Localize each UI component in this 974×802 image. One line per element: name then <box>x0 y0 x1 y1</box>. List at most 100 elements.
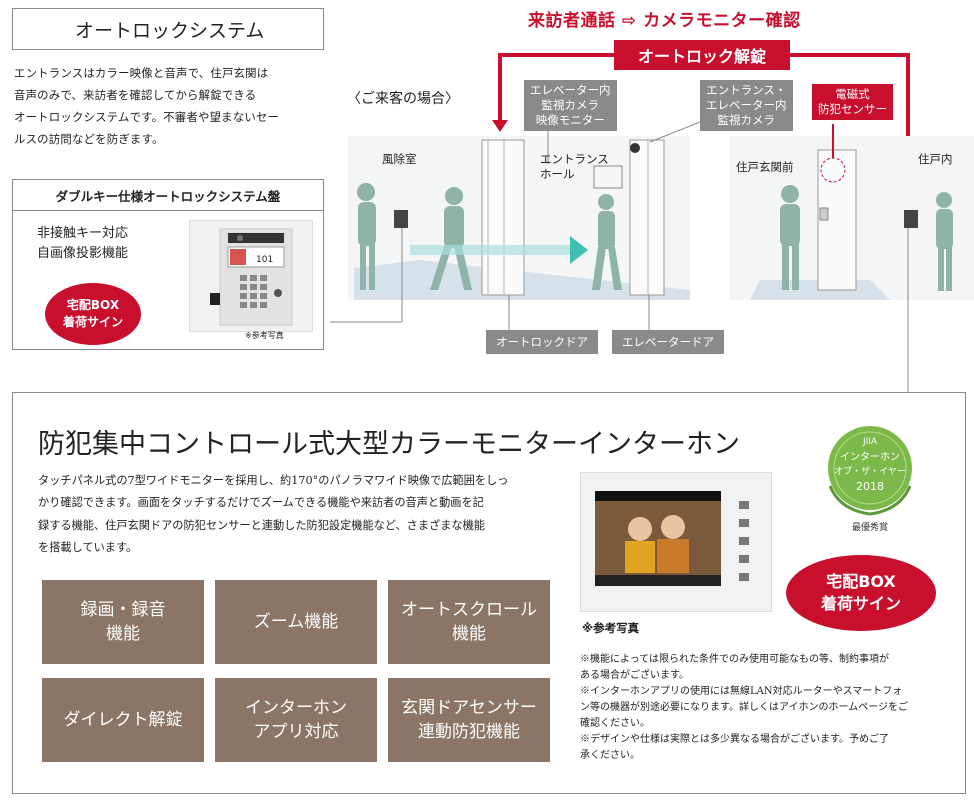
badge-line: 宅配BOX <box>826 572 896 591</box>
award-emblem: JIIA インターホン オブ・ザ・イヤー 2018 最優秀賞 <box>800 418 940 538</box>
feature-recording: 録画・録音機能 <box>42 580 204 664</box>
flow-arrow-head <box>492 120 508 132</box>
feature-zoom: ズーム機能 <box>215 580 377 664</box>
award-org: JIIA <box>862 437 878 447</box>
control-panel-illustration: 101 <box>210 228 293 326</box>
visitor-figure-3 <box>592 194 622 290</box>
note-line: 承ください。 <box>580 750 640 761</box>
resident-figure <box>936 192 953 291</box>
feature-app: インターホンアプリ対応 <box>215 678 377 762</box>
autolock-intro: エントランスはカラー映像と音声で、住戸玄関は 音声のみで、来訪者を確認してから解… <box>14 62 332 150</box>
place-entry-front: 住戸玄関前 <box>736 160 794 174</box>
delivery-badge-large: 宅配BOX 着荷サイン <box>786 555 936 631</box>
feature-line: インターホン <box>245 698 347 718</box>
home-intercom-unit <box>904 210 918 228</box>
notes: ※機能によっては限られた条件でのみ使用可能なもの等、制約事項が ある場合がござい… <box>580 652 956 764</box>
label-entrance-camera: エントランス・ エレベーター内 監視カメラ <box>700 80 793 131</box>
panel-screen-number: 101 <box>256 255 273 265</box>
label-line: 電磁式 <box>835 87 870 101</box>
elevator-monitor-shape <box>593 165 623 189</box>
label-line: エレベーター内 <box>530 83 611 97</box>
desc-line: タッチパネル式の7型ワイドモニターを採用し、約170°のパノラマワイド映像で広範… <box>38 474 509 487</box>
autolock-title: オートロックシステム <box>12 8 324 50</box>
panel-feature-item: 自画像投影機能 <box>37 246 129 261</box>
monitor-screen <box>595 491 721 586</box>
place-windbreak: 風除室 <box>382 152 417 166</box>
award-line2: オブ・ザ・イヤー <box>834 465 906 477</box>
feature-line: ズーム機能 <box>253 612 339 632</box>
intercom-monitor-photo <box>580 472 772 612</box>
award-prize: 最優秀賞 <box>852 521 888 533</box>
movement-arrow-head <box>570 236 588 264</box>
intercom-section <box>12 392 966 794</box>
entrance-intercom-unit <box>394 210 408 228</box>
feature-line: オートスクロール <box>401 600 537 620</box>
camera-dome-shape <box>630 143 640 153</box>
feature-line: アプリ対応 <box>253 722 339 742</box>
label-line: 監視カメラ <box>717 113 776 127</box>
label-line: 防犯センサー <box>818 102 887 116</box>
note-line: ン等の機器が別途必要になります。詳しくはアイホンのホームページをご <box>580 702 908 713</box>
autolock-flow-diagram <box>330 53 974 392</box>
visitor-figure-2 <box>430 187 472 290</box>
note-line: ※インターホンアプリの使用には無線LAN対応ルーターやスマートフォ <box>580 686 903 697</box>
label-elevator-monitor: エレベーター内 監視カメラ 映像モニター <box>524 80 617 131</box>
feature-line: ダイレクト解錠 <box>63 710 183 730</box>
panel-features: 非接触キー対応 自画像投影機能 <box>37 224 128 264</box>
badge-line: 宅配BOX <box>66 298 120 312</box>
feature-door-sensor: 玄関ドアセンサー連動防犯機能 <box>388 678 550 762</box>
monitor-screen-image <box>595 491 721 586</box>
tag-elevator-door: エレベータードア <box>612 330 724 354</box>
delivery-badge: 宅配BOX 着荷サイン <box>45 283 141 345</box>
badge-line: 着荷サイン <box>62 315 123 329</box>
feature-line: 連動防犯機能 <box>417 722 520 742</box>
label-line: 監視カメラ <box>541 98 600 112</box>
visitor-case-label: 〈ご来客の場合〉 <box>347 91 459 107</box>
panel-feature-item: 非接触キー対応 <box>37 226 129 241</box>
place-line: エントランス <box>540 152 609 166</box>
unlock-label: オートロック解錠 <box>614 40 790 70</box>
elevator-door-shape <box>629 139 665 296</box>
place-line: ホール <box>540 167 575 181</box>
intercom-description: タッチパネル式の7型ワイドモニターを採用し、約170°のパノラマワイド映像で広範… <box>38 470 558 559</box>
intro-line: オートロックシステムです。不審者や望まないセー <box>14 110 280 124</box>
movement-arrow-body <box>410 245 570 255</box>
panel-title: ダブルキー仕様オートロックシステム盤 <box>13 180 323 211</box>
autolock-door-shape <box>481 139 525 296</box>
feature-line: 録画・録音 <box>80 600 166 620</box>
label-line: エントランス・ <box>706 83 787 97</box>
desc-line: かり確認できます。画面をタッチするだけでズームできる機能や来訪者の音声と動画を記 <box>38 496 484 510</box>
intercom-title: 防犯集中コントロール式大型カラーモニターインターホン <box>38 429 740 460</box>
tag-autolock-door: オートロックドア <box>486 330 598 354</box>
note-line: ※機能によっては限られた条件でのみ使用可能なもの等、制約事項が <box>580 654 889 665</box>
intro-line: 音声のみで、来訪者を確認してから解錠できる <box>14 88 257 102</box>
award-line1: インターホン <box>840 451 900 463</box>
award-year: 2018 <box>856 480 884 493</box>
autolock-panel-box: ダブルキー仕様オートロックシステム盤 非接触キー対応 自画像投影機能 宅配BOX… <box>12 179 324 350</box>
panel-caption: ※参考写真 <box>245 331 284 340</box>
place-hall: エントランス ホール <box>540 152 609 182</box>
note-line: ※デザインや仕様は実際とは多少異なる場合がございます。予めご了 <box>580 734 889 745</box>
label-sensor: 電磁式 防犯センサー <box>812 84 893 120</box>
intro-line: ルスの訪問などを防ぎます。 <box>14 132 164 146</box>
place-inside: 住戸内 <box>918 152 953 166</box>
note-line: ある場合がございます。 <box>580 670 689 681</box>
visitor-figure-4 <box>780 185 800 290</box>
label-line: エレベーター内 <box>706 98 787 112</box>
feature-line: 玄関ドアセンサー <box>401 698 537 718</box>
feature-line: 機能 <box>452 624 486 644</box>
feature-line: 機能 <box>106 624 140 644</box>
intro-line: エントランスはカラー映像と音声で、住戸玄関は <box>14 66 269 80</box>
desc-line: 録する機能、住戸玄関ドアの防犯センサーと連動した防犯設定機能など、さまざまな機能 <box>38 518 485 532</box>
desc-line: を搭載しています。 <box>38 540 138 554</box>
badge-line: 着荷サイン <box>820 594 901 613</box>
unlock-flow-line-left <box>498 53 614 122</box>
panel-photo: 101 <box>189 220 313 332</box>
flow-title: 来訪者通話 ⇨ カメラモニター確認 <box>528 11 801 31</box>
feature-direct-unlock: ダイレクト解錠 <box>42 678 204 762</box>
monitor-caption: ※参考写真 <box>582 621 640 635</box>
visitor-figure-1 <box>357 183 376 290</box>
feature-autoscroll: オートスクロール機能 <box>388 580 550 664</box>
note-line: 確認ください。 <box>580 718 650 729</box>
label-line: 映像モニター <box>535 113 605 127</box>
